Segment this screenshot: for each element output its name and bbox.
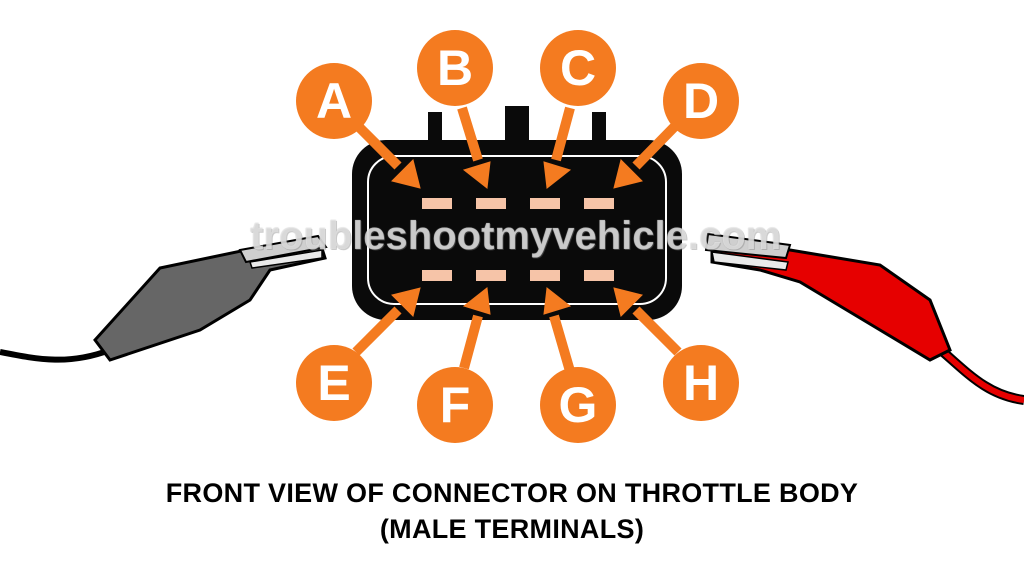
pin-label-h: H	[683, 355, 719, 411]
terminal-c	[530, 198, 560, 209]
pin-badge-c: C	[540, 30, 616, 106]
pin-badge-e: E	[296, 345, 372, 421]
pointer-b	[457, 106, 491, 189]
terminals	[422, 198, 614, 281]
terminal-d	[584, 198, 614, 209]
pin-badge-b: B	[417, 30, 493, 106]
pointer-h	[613, 287, 682, 356]
black-test-probe	[0, 234, 328, 363]
pin-label-c: C	[560, 40, 596, 96]
pin-badges: A B C D E F G	[296, 30, 739, 443]
pin-label-b: B	[437, 40, 473, 96]
terminal-a	[422, 198, 452, 209]
terminal-b	[476, 198, 506, 209]
pin-badge-g: G	[540, 367, 616, 443]
pointer-c	[543, 106, 575, 189]
pin-badge-f: F	[417, 367, 493, 443]
pointer-e	[352, 287, 421, 356]
caption-line-2: (MALE TERMINALS)	[379, 514, 645, 544]
pin-badge-a: A	[296, 63, 372, 139]
pointer-f	[459, 287, 491, 370]
pin-label-a: A	[316, 73, 352, 129]
red-test-probe	[704, 232, 1024, 405]
pointer-g	[543, 287, 577, 380]
terminal-g	[530, 270, 560, 281]
pin-label-e: E	[317, 355, 350, 411]
caption-line-1: FRONT VIEW OF CONNECTOR ON THROTTLE BODY	[165, 478, 859, 508]
pin-badge-h: H	[663, 345, 739, 421]
terminal-f	[476, 270, 506, 281]
pin-badge-d: D	[663, 63, 739, 139]
terminal-e	[422, 270, 452, 281]
pin-label-f: F	[440, 377, 471, 433]
pin-pointers	[348, 106, 687, 380]
terminal-h	[584, 270, 614, 281]
pin-label-g: G	[559, 377, 598, 433]
pin-label-d: D	[683, 73, 719, 129]
